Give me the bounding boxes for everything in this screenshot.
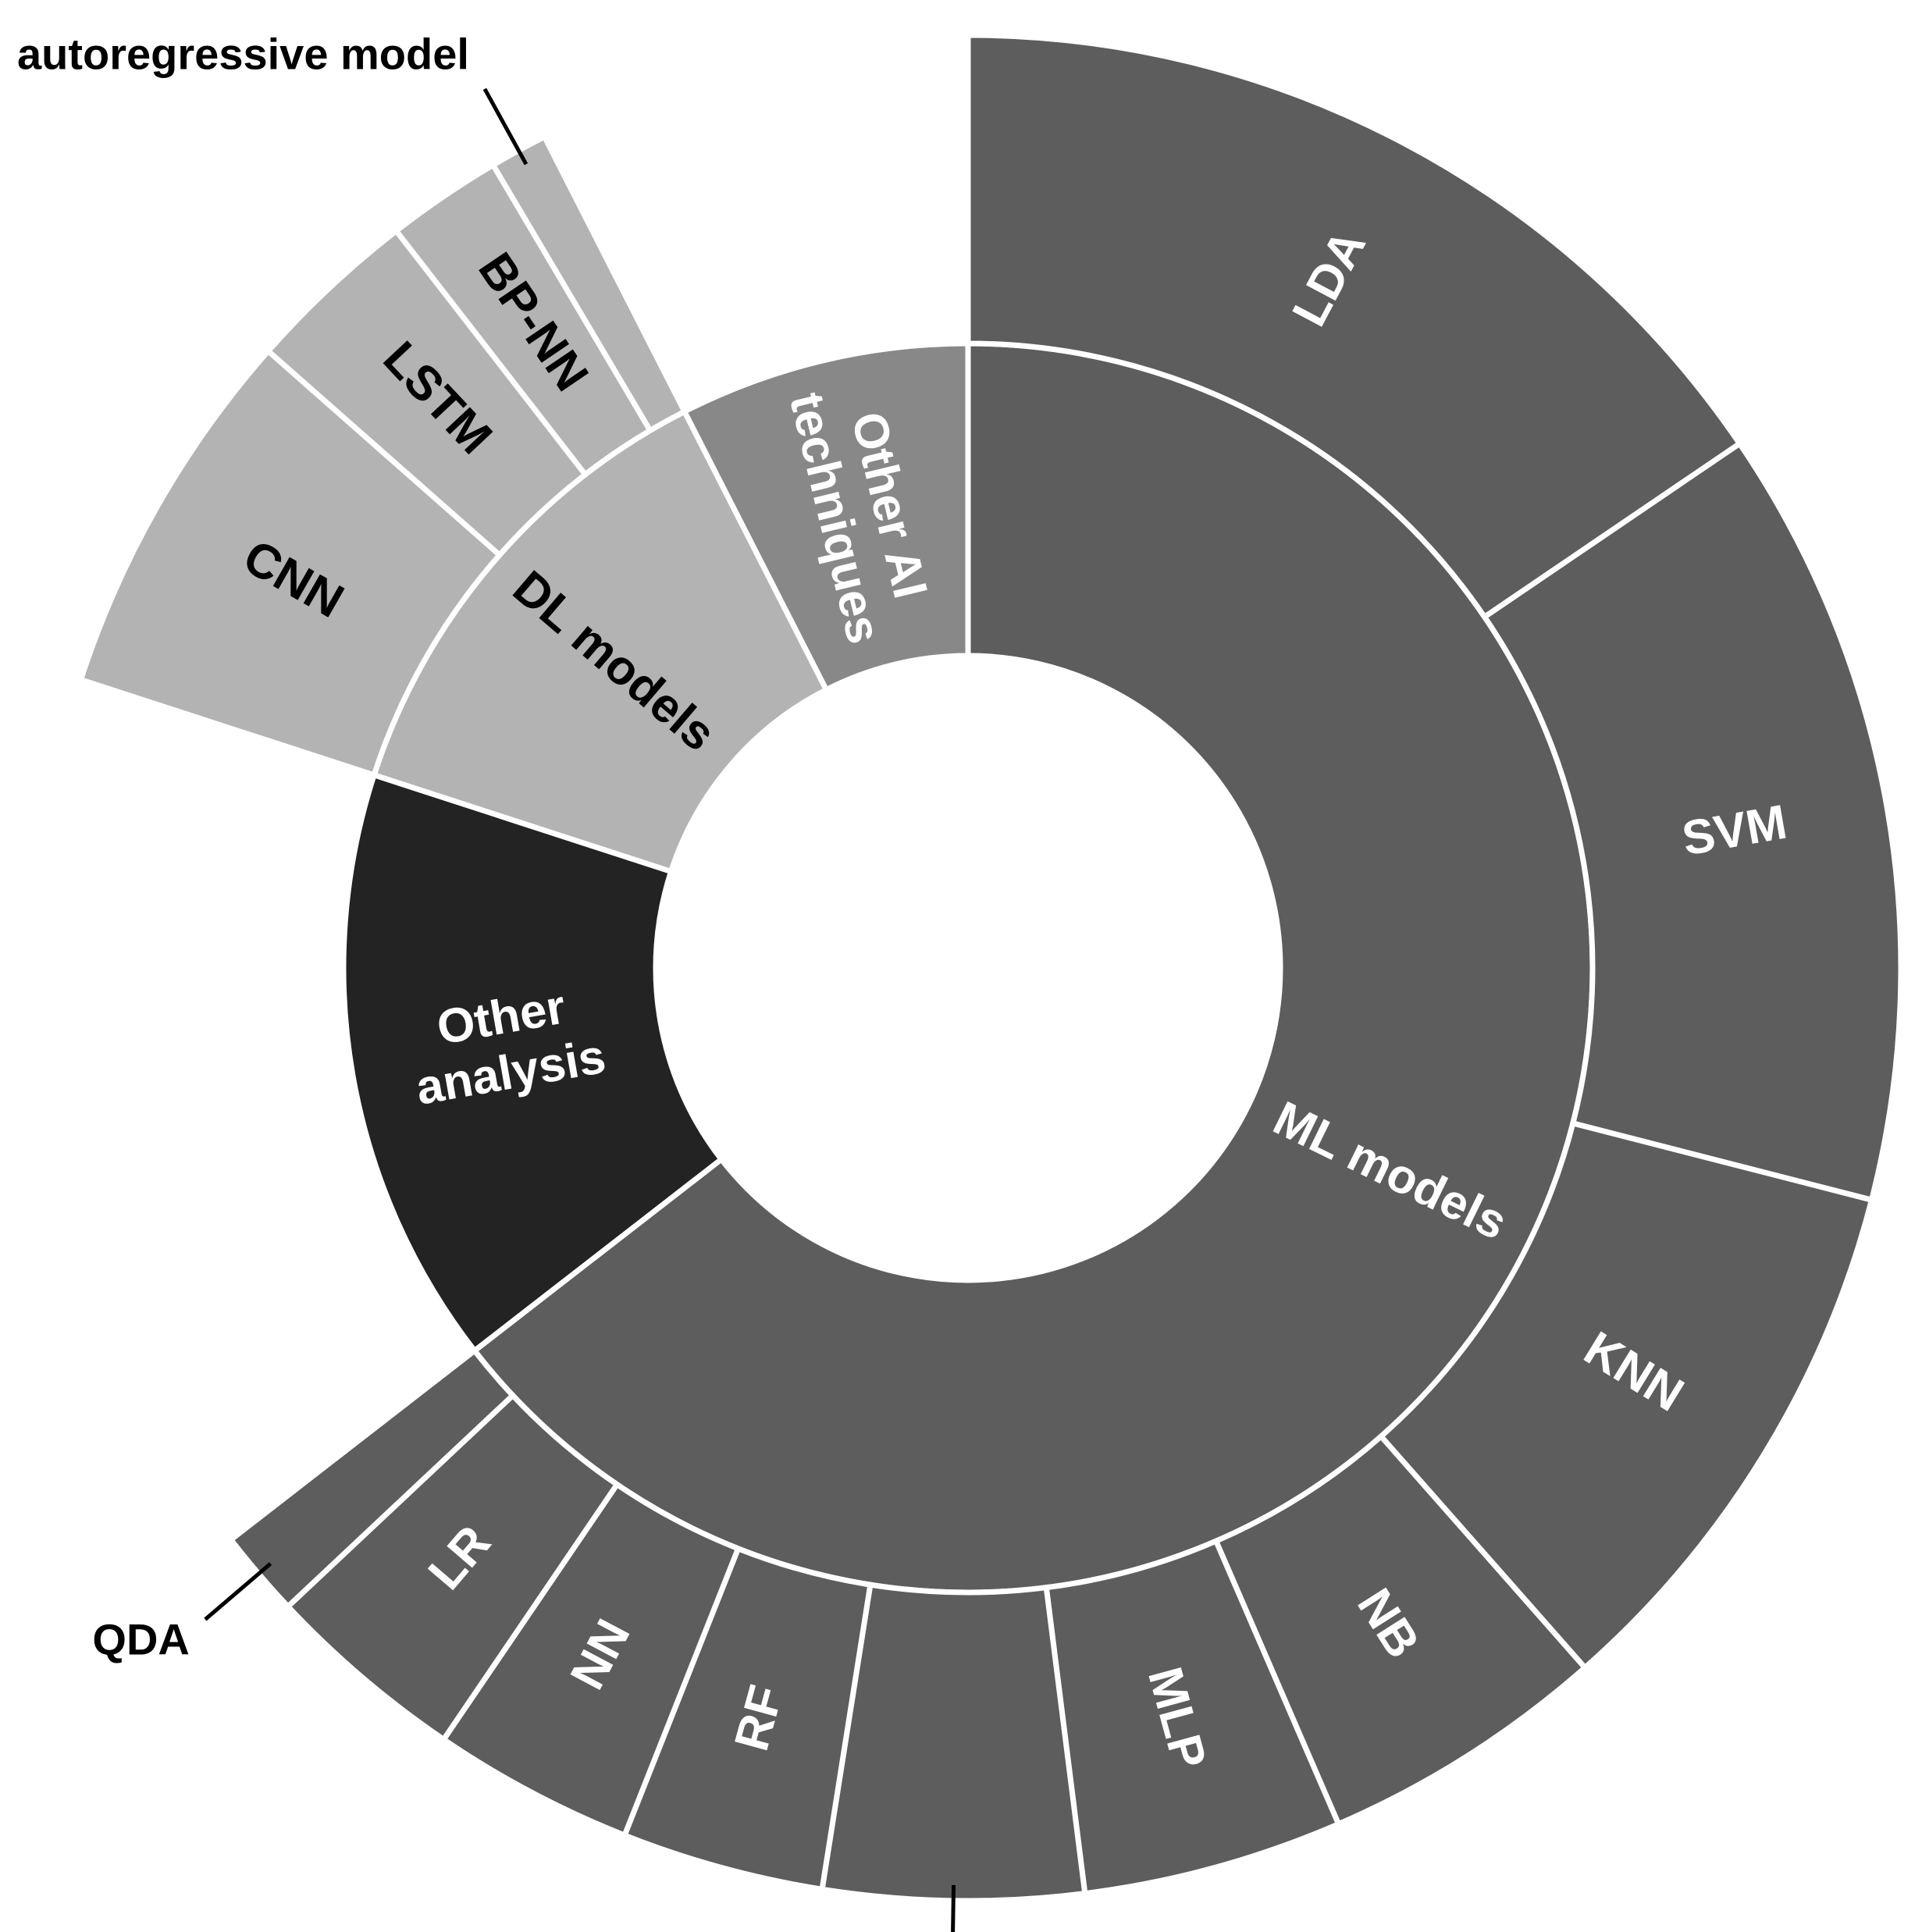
callout-line-autoregressive-model [482,87,529,165]
outer-segment-autoregressive-model [489,133,689,435]
callouts: Decision treeQDAautoregressive model [17,30,956,1932]
callout-label-autoregressive-model: autoregressive model [17,30,469,79]
outer-segment-qda [226,1347,517,1610]
inner-ring [340,340,1596,1596]
inner-segment-other-analysis [340,771,725,1355]
callout-line-decision-tree [951,1884,956,1932]
callout-line-qda [204,1562,272,1621]
callout-label-qda: QDA [92,1614,189,1663]
outer-segment-svm [1480,439,1904,1204]
outer-ring [77,32,1904,1904]
outer-segment-lda [965,32,1744,621]
